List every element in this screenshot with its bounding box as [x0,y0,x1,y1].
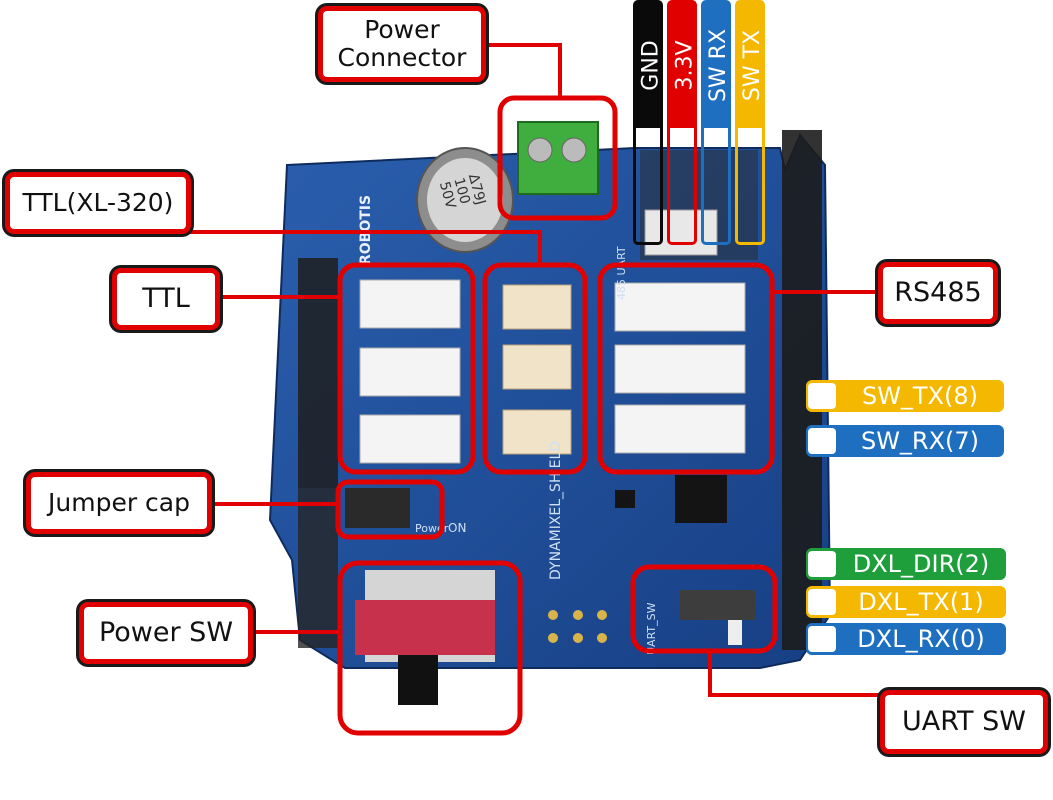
pin-sw-rx-label: SW_RX(7) [860,427,980,455]
silk-on: ON [448,521,466,535]
header-pin-sw-tx-label: SW TX [740,29,766,102]
header-left-lower [298,488,338,648]
label-ttl-xl320: TTL(XL-320) [5,172,191,234]
xl320-connectors [502,284,572,455]
silk-logo: ROBOTIS [358,195,374,265]
pin-sw-rx: SW_RX(7) [806,425,1004,457]
rs485-connectors [614,282,746,454]
pin-dxl-rx-marker [808,626,836,652]
component-outlines [335,95,778,736]
silk-shield-name: DYNAMIXEL_SHIELD [548,441,564,580]
capacitor: Δ79J10050V [416,147,514,253]
header-pin-gnd-label: GND [638,40,664,91]
pin-dxl-rx: DXL_RX(0) [806,623,1006,655]
jumper-cap [345,488,410,528]
pin-dxl-tx-label: DXL_TX(1) [858,588,984,616]
cap-text: Δ79J10050V [436,172,489,214]
pin-sw-tx-marker [808,383,836,409]
silk-uart: 485 UART [615,246,628,300]
pin-sw-tx-label: SW_TX(8) [861,382,979,410]
header-pin-sw-rx-label: SW RX [706,28,732,103]
label-power-sw: Power SW [79,602,253,664]
power-switch [355,570,495,705]
label-ttl: TTL [112,268,220,330]
label-uart-sw: UART SW [880,690,1048,754]
pin-dxl-tx: DXL_TX(1) [806,586,1006,618]
header-pin-3v3: 3.3V [667,0,698,245]
header-pin-sw-tx: SW TX [735,0,766,245]
power-terminal [517,121,599,195]
isp-holes [548,610,607,643]
pin-sw-tx: SW_TX(8) [806,380,1004,412]
uart-connector [644,209,718,256]
ic-small [615,490,635,508]
header-pin-gnd: GND [633,0,664,245]
ttl-connectors [359,279,461,464]
label-power-connector: Power Connector [318,6,486,82]
header-left [298,258,338,488]
label-rs485: RS485 [878,262,998,324]
uart-switch [680,590,755,645]
pin-dxl-tx-marker [808,589,836,615]
pin-sw-rx-marker [808,428,836,454]
pin-dxl-dir-label: DXL_DIR(2) [852,550,990,578]
silk-uart-sw: UART_SW [645,602,658,655]
header-pin-3v3-label: 3.3V [672,40,698,91]
pin-dxl-dir-marker [808,551,836,577]
pin-dxl-rx-label: DXL_RX(0) [857,625,985,653]
pin-dxl-dir: DXL_DIR(2) [806,548,1006,580]
header-pin-sw-rx: SW RX [701,0,732,245]
label-jumper-cap: Jumper cap [26,472,212,534]
ic-chip [675,475,727,523]
